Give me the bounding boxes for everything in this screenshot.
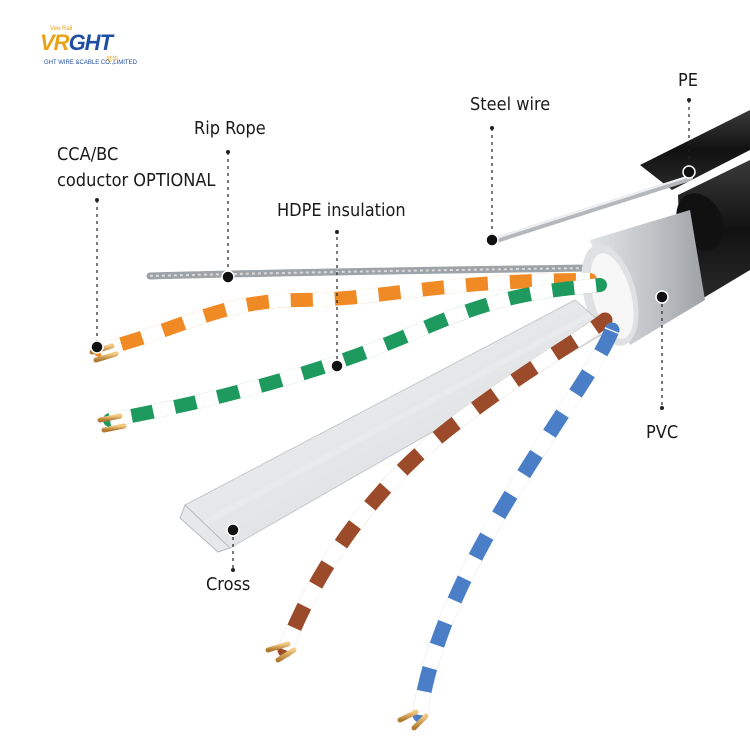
green-pair [97, 278, 607, 433]
cross-separator [179, 299, 611, 553]
label-conductor-line1: CCA/BC [57, 144, 119, 165]
logo-mark-prefix: VR [40, 30, 70, 55]
leader-end-dots [95, 98, 691, 572]
logo-mark: VRGHT [40, 30, 113, 56]
label-steel-wire: Steel wire [470, 94, 551, 115]
logo-company-name: GHT WIRE &CABLE CO.,LIMITED [44, 60, 137, 66]
pvc-jacket [581, 210, 705, 346]
label-cross: Cross [206, 574, 251, 595]
brown-pair [265, 312, 613, 663]
logo-cn-text: 冠华 [106, 57, 119, 63]
company-logo: Vee Rail VRGHT 冠华 GHT WIRE &CABLE CO.,LI… [40, 26, 140, 70]
logo-mark-main: GHT [68, 30, 113, 55]
label-conductor-line2: coductor OPTIONAL [57, 170, 216, 191]
leader-dots [90, 165, 696, 537]
label-hdpe-insulation: HDPE insulation [277, 200, 406, 221]
steel-wire [487, 175, 693, 245]
label-pe: PE [678, 70, 698, 91]
rip-rope [146, 264, 594, 280]
leader-lines [96, 100, 690, 570]
logo-small-text: Vee Rail [50, 26, 73, 32]
label-rip-rope: Rip Rope [194, 118, 266, 139]
label-pvc: PVC [646, 422, 679, 443]
blue-pair [397, 322, 620, 731]
